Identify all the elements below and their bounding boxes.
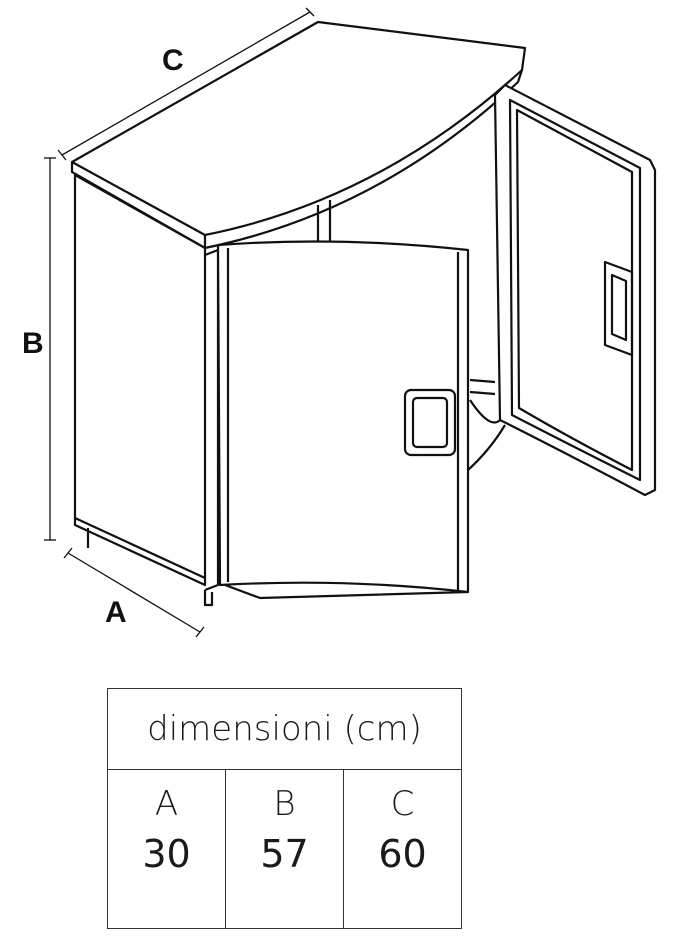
dimension-letter: B [273,784,296,824]
right-door-handle [603,260,634,357]
dimension-label-c: C [162,44,184,77]
dimension-cell-c: C 60 [343,769,462,929]
dimension-label-a: A [105,596,127,629]
right-door [467,83,657,497]
cabinet-top [70,20,527,250]
front-door [216,240,470,600]
dimension-value: 57 [260,832,309,876]
dimension-line-b [44,157,56,541]
front-door-handle [403,388,457,457]
dimensions-table: dimensioni (cm) A 30 B 57 C 60 [107,688,462,929]
dimension-cell-a: A 30 [107,769,226,929]
dimension-line-c [57,7,315,161]
dimension-line-a [63,547,205,638]
dimension-letter: A [154,784,179,824]
dimension-letter: C [390,784,415,824]
dimensions-table-title: dimensioni (cm) [107,688,462,770]
dimension-label-b: B [22,327,44,360]
cabinet-back-frame [316,200,496,396]
cabinet-left-side [73,173,220,607]
dimension-value: 60 [378,832,427,876]
cabinet-drawing [44,7,657,638]
dimension-value: 30 [142,832,191,876]
dimension-cell-b: B 57 [225,769,344,929]
